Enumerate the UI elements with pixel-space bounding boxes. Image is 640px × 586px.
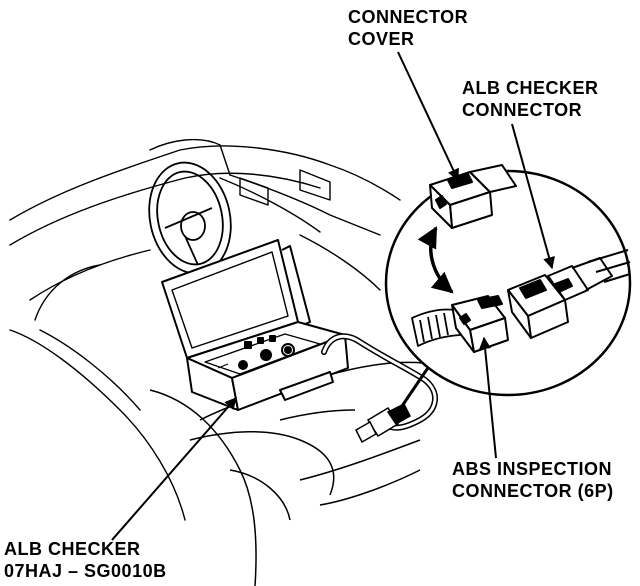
label-connector-cover-line2: COVER bbox=[348, 29, 415, 49]
connector-cover-body bbox=[429, 164, 517, 229]
label-alb-checker-connector-line2: CONNECTOR bbox=[462, 100, 583, 120]
detail-circle bbox=[384, 169, 632, 397]
leader-lines bbox=[111, 51, 555, 541]
label-alb-checker: ALB CHECKER 07HAJ – SG0010B bbox=[4, 538, 167, 582]
alb-checker-connector-body bbox=[507, 249, 631, 339]
label-alb-checker-line1: ALB CHECKER bbox=[4, 539, 141, 559]
leader-connector-cover bbox=[397, 51, 459, 182]
label-alb-checker-connector: ALB CHECKER CONNECTOR bbox=[462, 77, 599, 121]
leader-alb-checker bbox=[111, 397, 237, 541]
cover-removal-arrow bbox=[417, 226, 454, 294]
abs-harness bbox=[411, 308, 461, 347]
label-abs-inspection-connector-line1: ABS INSPECTION bbox=[452, 459, 613, 479]
label-abs-inspection-connector: ABS INSPECTION CONNECTOR (6P) bbox=[452, 458, 614, 502]
abs-inspection-connector-body bbox=[451, 295, 509, 353]
checker-cable bbox=[321, 333, 438, 431]
car-side-connector bbox=[355, 402, 411, 444]
car-interior bbox=[9, 138, 401, 521]
label-abs-inspection-connector-line2: CONNECTOR (6P) bbox=[452, 481, 614, 501]
leader-alb-checker-connector bbox=[511, 123, 555, 270]
label-connector-cover: CONNECTOR COVER bbox=[348, 6, 468, 50]
leader-abs-inspection-connector bbox=[479, 336, 497, 459]
label-alb-checker-connector-line1: ALB CHECKER bbox=[462, 78, 599, 98]
label-alb-checker-line2: 07HAJ – SG0010B bbox=[4, 561, 167, 581]
label-connector-cover-line1: CONNECTOR bbox=[348, 7, 469, 27]
alb-checker-box bbox=[161, 239, 349, 411]
